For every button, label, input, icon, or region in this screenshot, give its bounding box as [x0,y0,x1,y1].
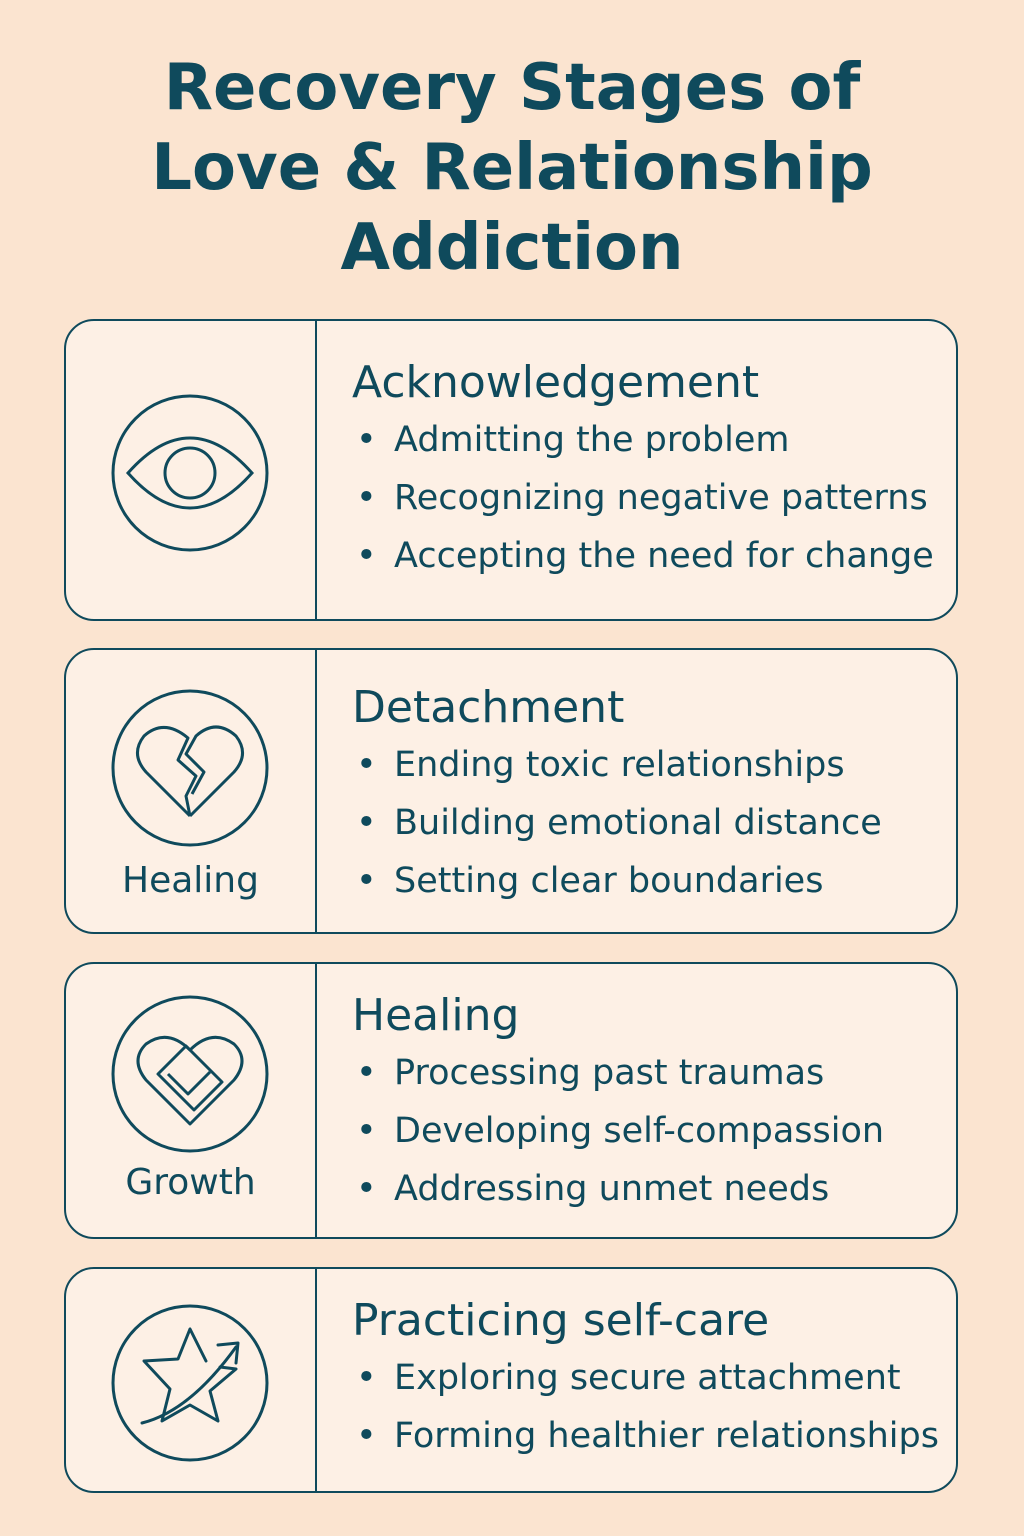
icon-panel: Growth [66,964,317,1237]
stage-card-acknowledgement: Acknowledgement Admitting the problem Re… [64,319,958,621]
icon-panel [66,1269,317,1491]
star-arrow-icon [111,1304,269,1462]
bullet-item: Addressing unmet needs [352,1160,946,1218]
stage-card-self-care: Practicing self-care Exploring secure at… [64,1267,958,1493]
bullet-item: Setting clear boundaries [352,852,946,910]
stage-heading: Acknowledgement [352,357,760,408]
bullet-item: Recognizing negative patterns [352,469,946,527]
stage-heading: Detachment [352,682,625,733]
bullet-item: Admitting the problem [352,411,946,469]
icon-label: Healing [122,860,259,901]
eye-icon [111,394,269,552]
icon-panel: Healing [66,650,317,932]
icon-label: Growth [125,1162,256,1203]
stage-card-healing: Growth Healing Processing past traumas D… [64,962,958,1239]
page-title: Recovery Stages of Love & Relationship A… [151,51,873,285]
bullet-item: Accepting the need for change [352,527,946,585]
stage-heading: Practicing self-care [352,1295,770,1346]
bullet-item: Forming healthier relationships [352,1407,946,1465]
bullet-item: Exploring secure attachment [352,1349,946,1407]
stage-card-detachment: Healing Detachment Ending toxic relation… [64,648,958,934]
bullet-item: Ending toxic relationships [352,736,946,794]
bullet-item: Processing past traumas [352,1044,946,1102]
bandaged-heart-icon [111,995,269,1153]
stage-heading: Healing [352,990,520,1041]
bullet-item: Building emotional distance [352,794,946,852]
broken-heart-icon [111,689,269,847]
icon-panel [66,321,317,619]
bullet-item: Developing self-compassion [352,1102,946,1160]
